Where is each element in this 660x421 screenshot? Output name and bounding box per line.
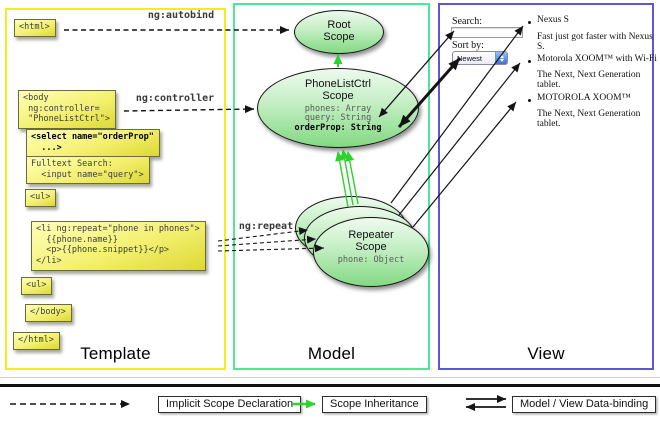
phonelistctrl-scope-props: phones: Array query: String orderProp: S… — [258, 103, 418, 134]
code-line: ng:controller= — [23, 103, 100, 114]
code-box-html-open: <html> — [14, 19, 56, 37]
search-label: Search: — [452, 16, 482, 27]
ng-controller-label: ng:controller — [135, 93, 215, 104]
sort-select-value: Newest — [457, 53, 483, 63]
scope-title-line: PhoneListCtrl — [304, 78, 372, 90]
scope-prop-phones: phones: Array — [304, 103, 372, 114]
bullet-icon — [528, 60, 531, 63]
model-panel: Model — [233, 3, 430, 370]
code-line: </body> — [30, 307, 66, 317]
legend-model-view-data-binding: Model / View Data-binding — [512, 396, 657, 413]
repeater-scope-ellipse: Repeater Scope phone: Object — [313, 217, 429, 287]
ng-repeat-label: ng:repeat — [238, 221, 294, 232]
code-line: <ul> — [30, 192, 51, 202]
code-box-html-close: </html> — [13, 332, 60, 350]
scope-prop-orderprop: orderProp: String — [294, 123, 382, 134]
root-scope-ellipse: Root Scope — [294, 10, 384, 54]
code-line: Fulltext Search: — [31, 159, 113, 169]
view-panel-label: View — [527, 344, 565, 363]
select-stepper-icon — [495, 52, 507, 64]
view-item-title: Nexus S — [537, 15, 569, 25]
template-panel-label: Template — [80, 344, 151, 363]
code-line: </li> — [36, 255, 62, 266]
root-scope-title: Root Scope — [295, 19, 383, 44]
view-item-desc: The Next, Next Generation tablet. — [537, 70, 641, 90]
scope-prop-phone: phone: Object — [337, 254, 405, 265]
view-item-desc: The Next, Next Generation tablet. — [537, 109, 641, 129]
view-item-desc: Fast just got faster with Nexus S. — [537, 32, 653, 52]
code-box-li-repeat: <li ng:repeat="phone in phones"> {{phone… — [31, 221, 206, 271]
code-line: </html> — [18, 335, 54, 345]
bullet-icon — [528, 99, 531, 102]
code-line: <ul> — [26, 280, 47, 290]
code-line: <li ng:repeat="phone in phones"> — [36, 224, 200, 234]
code-box-ul-close: <ul> — [21, 277, 53, 295]
code-box-ul-open: <ul> — [25, 189, 57, 207]
view-item-title: MOTOROLA XOOM™ — [537, 93, 631, 103]
code-box-body-open: <body ng:controller= "PhoneListCtrl"> — [18, 90, 116, 129]
search-input[interactable] — [451, 27, 523, 38]
arrow-down-icon — [499, 58, 504, 62]
code-box-select: <select name="orderProp" ...> — [26, 129, 160, 158]
arrow-up-icon — [499, 54, 504, 58]
code-box-fulltext: Fulltext Search: <input name="query"> — [26, 156, 150, 185]
scope-prop-query: query: String — [304, 113, 372, 124]
repeater-scope-title: Repeater Scope — [314, 229, 428, 254]
bullet-icon — [528, 21, 531, 24]
scope-title-line: Scope — [323, 31, 355, 44]
scope-title-line: Scope — [355, 241, 387, 254]
scope-title-line: Repeater — [348, 229, 394, 241]
code-line: <input name="query"> — [31, 169, 144, 180]
code-line: <select name="orderProp" — [31, 132, 154, 142]
code-box-body-close: </body> — [25, 304, 72, 322]
scope-title-line: Root — [327, 19, 351, 31]
view-item-title: Motorola XOOM™ with Wi-Fi — [537, 54, 657, 64]
code-line: <html> — [19, 22, 50, 32]
code-line: {{phone.name}} — [36, 234, 118, 245]
phonelistctrl-scope-ellipse: PhoneListCtrl Scope phones: Array query:… — [257, 68, 419, 148]
code-line: ...> — [31, 142, 62, 153]
sort-select[interactable]: Newest — [452, 51, 508, 65]
divider-line-gray — [0, 377, 660, 378]
ng-autobind-label: ng:autobind — [147, 10, 215, 21]
code-line: <p>{{phone.snippet}}</p> — [36, 245, 170, 256]
legend-scope-inheritance: Scope Inheritance — [322, 396, 427, 413]
scope-title-line: Scope — [322, 90, 354, 103]
model-panel-label: Model — [307, 344, 356, 363]
sort-label: Sort by: — [452, 40, 484, 51]
code-line: <body — [23, 93, 49, 103]
phonelistctrl-scope-title: PhoneListCtrl Scope — [258, 78, 418, 103]
legend-implicit-scope-declaration: Implicit Scope Declaration — [158, 396, 302, 413]
divider-line-black — [0, 384, 660, 387]
code-line: "PhoneListCtrl"> — [23, 114, 110, 125]
